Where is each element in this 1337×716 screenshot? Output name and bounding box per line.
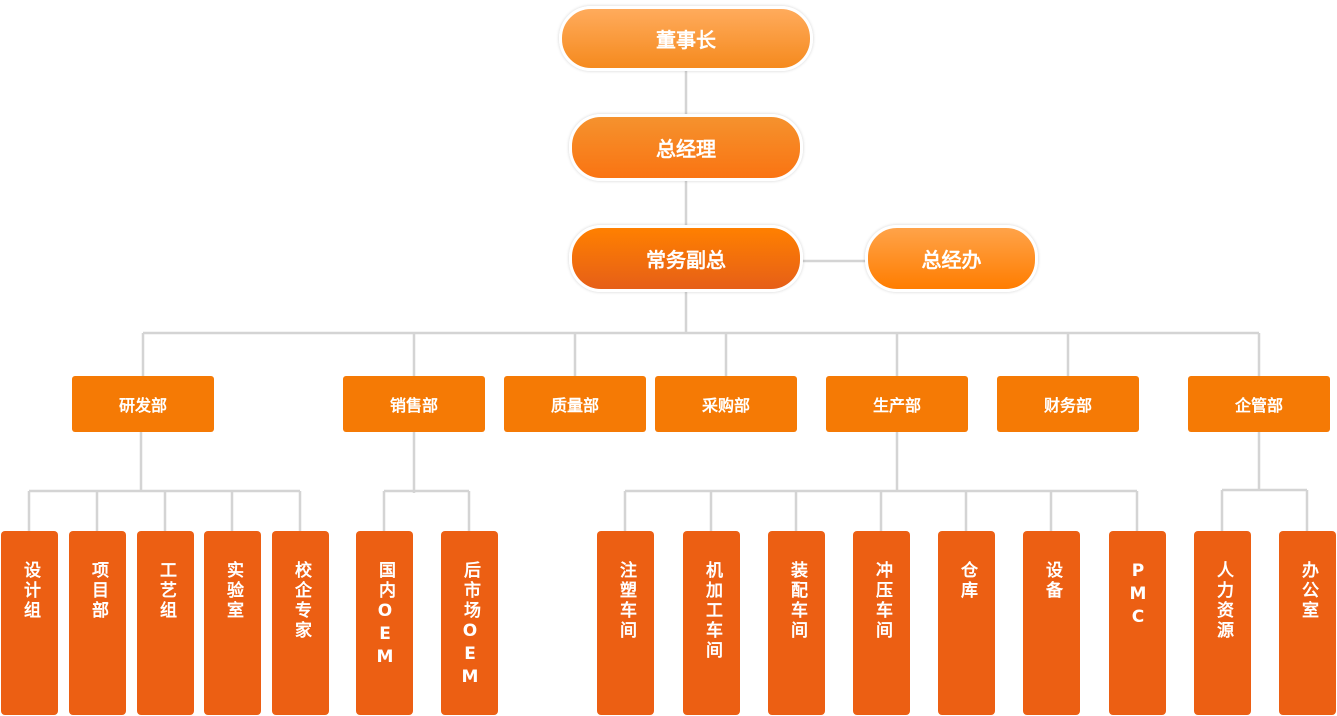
unit-label: 设备	[1042, 561, 1062, 601]
unit-label: 冲压车间	[872, 561, 892, 641]
unit-label: 工艺组	[156, 561, 176, 621]
unit-design-group: 设计组	[1, 531, 58, 715]
unit-pmc: PMC	[1109, 531, 1166, 715]
dept-admin: 企管部	[1188, 376, 1330, 432]
unit-injection-workshop: 注塑车间	[597, 531, 654, 715]
unit-label: 校企专家	[291, 561, 311, 641]
unit-process-group: 工艺组	[137, 531, 194, 715]
unit-hr: 人力资源	[1194, 531, 1251, 715]
unit-stamping-workshop: 冲压车间	[853, 531, 910, 715]
node-label: 常务副总	[646, 248, 726, 272]
unit-label: 后市场OEM	[460, 561, 480, 690]
dept-sales: 销售部	[343, 376, 485, 432]
unit-label: 设计组	[20, 561, 40, 621]
dept-purchasing: 采购部	[655, 376, 797, 432]
unit-domestic-oem: 国内OEM	[356, 531, 413, 715]
unit-label: 人力资源	[1213, 561, 1233, 641]
node-label: 总经理	[656, 137, 716, 161]
dept-production: 生产部	[826, 376, 968, 432]
node-chairman: 董事长	[559, 6, 813, 71]
unit-machining-workshop: 机加工车间	[683, 531, 740, 715]
unit-project-dept: 项目部	[69, 531, 126, 715]
unit-label: 注塑车间	[616, 561, 636, 641]
node-general-manager: 总经理	[569, 114, 803, 181]
dept-rd: 研发部	[72, 376, 214, 432]
dept-finance: 财务部	[997, 376, 1139, 432]
unit-label: 装配车间	[787, 561, 807, 641]
unit-label: 机加工车间	[702, 561, 722, 661]
unit-label: 项目部	[88, 561, 108, 621]
unit-label: 仓库	[957, 561, 977, 601]
unit-office: 办公室	[1279, 531, 1336, 715]
unit-warehouse: 仓库	[938, 531, 995, 715]
node-label: 董事长	[656, 28, 716, 52]
unit-label: 国内OEM	[375, 561, 395, 670]
unit-label: PMC	[1128, 561, 1148, 630]
unit-label: 实验室	[223, 561, 243, 621]
unit-aftermarket-oem: 后市场OEM	[441, 531, 498, 715]
node-label: 总经办	[921, 248, 982, 272]
unit-assembly-workshop: 装配车间	[768, 531, 825, 715]
node-gm-office: 总经办	[865, 225, 1038, 292]
node-executive-vp: 常务副总	[569, 225, 803, 292]
unit-academic-experts: 校企专家	[272, 531, 329, 715]
unit-label: 办公室	[1298, 561, 1318, 621]
unit-lab: 实验室	[204, 531, 261, 715]
unit-equipment: 设备	[1023, 531, 1080, 715]
dept-quality: 质量部	[504, 376, 646, 432]
